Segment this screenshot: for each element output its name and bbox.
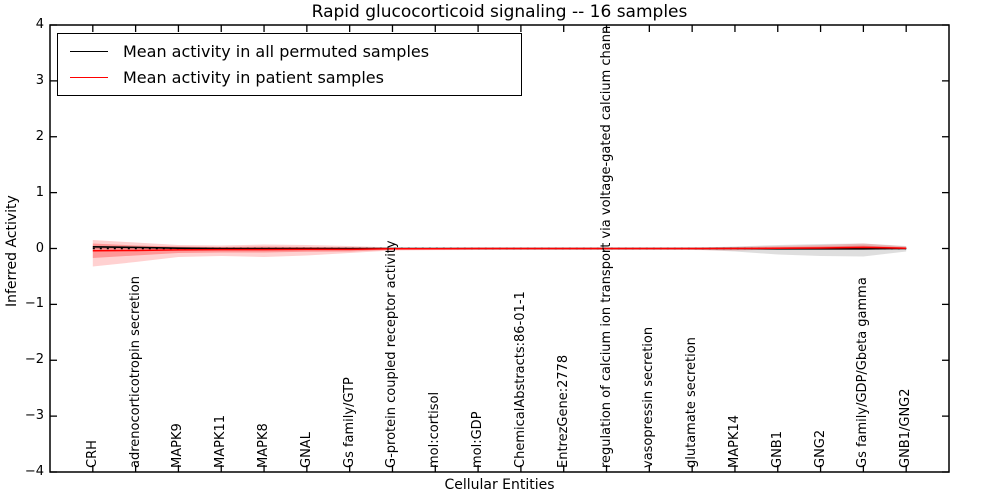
chart-title: Rapid glucocorticoid signaling -- 16 sam… <box>311 2 688 22</box>
legend-line-black-icon <box>70 51 108 52</box>
legend-label-permuted: Mean activity in all permuted samples <box>123 42 430 61</box>
legend-label-patient: Mean activity in patient samples <box>123 68 384 87</box>
x-tick-label: MAPK11 <box>213 414 229 468</box>
legend: Mean activity in all permuted samples Me… <box>57 33 522 96</box>
x-tick-label: vasopressin secretion <box>641 326 657 468</box>
legend-line-red-icon <box>70 77 108 78</box>
legend-item-permuted: Mean activity in all permuted samples <box>70 40 521 63</box>
x-tick-label: glutamate secretion <box>684 337 700 468</box>
x-tick-label: adrenocorticotropin secretion <box>127 276 143 468</box>
x-tick-label: ChemicalAbstracts:86-01-1 <box>512 291 528 468</box>
permuted-band <box>92 243 907 257</box>
y-tick-label: 0 <box>35 240 44 256</box>
x-tick-label: Gs family/GTP <box>341 377 357 468</box>
y-tick-label: −1 <box>24 296 44 312</box>
x-tick-label: MAPK9 <box>170 423 186 468</box>
y-tick-label: −2 <box>24 352 44 368</box>
axes-frame <box>49 24 950 473</box>
patient-band-inner <box>92 243 907 258</box>
x-tick-label: regulation of calcium ion transport via … <box>598 25 614 468</box>
patient-mean-line <box>92 246 907 252</box>
legend-item-patient: Mean activity in patient samples <box>70 66 521 89</box>
x-tick-label: mol:GDP <box>470 411 486 468</box>
patient-band-outer <box>92 240 907 267</box>
x-tick-label: MAPK14 <box>726 414 742 468</box>
x-tick-label: GNG2 <box>812 429 828 468</box>
y-tick-label: 3 <box>35 72 44 88</box>
x-tick-label: mol:cortisol <box>427 391 443 468</box>
y-tick-label: 2 <box>35 128 44 144</box>
x-tick-label: GNB1 <box>769 431 785 468</box>
x-tick-label: EntrezGene:2778 <box>555 354 571 468</box>
x-tick-label: MAPK8 <box>256 423 272 468</box>
y-tick-label: 1 <box>35 184 44 200</box>
y-tick-label: 4 <box>35 17 44 32</box>
y-tick-label: −3 <box>24 408 44 424</box>
x-tick-label: CRH <box>84 440 100 468</box>
x-axis-label: Cellular Entities <box>444 477 555 493</box>
x-tick-label: GNB1/GNG2 <box>898 388 914 468</box>
y-tick-label: −4 <box>24 464 44 479</box>
x-tick-label: GNAL <box>298 432 314 468</box>
x-tick-label: G-protein coupled receptor activity <box>384 240 400 468</box>
x-tick-label: Gs family/GDP/Gbeta gamma <box>855 277 871 468</box>
